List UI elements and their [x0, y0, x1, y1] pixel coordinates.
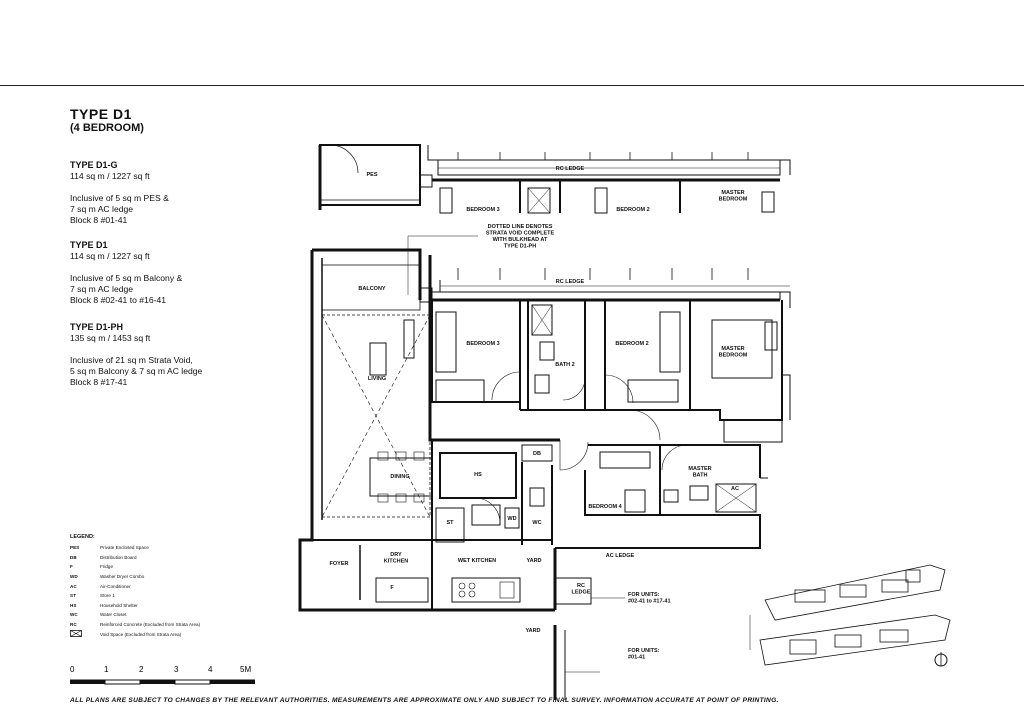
legend-label: Distribution Board: [100, 554, 137, 560]
room-label-hs: HS: [474, 472, 482, 478]
unit-line: 7 sq m AC ledge: [70, 284, 134, 294]
units-note-1: FOR UNITS:#02-41 to #17-41: [628, 592, 671, 605]
unit-block-d1g: TYPE D1-G 114 sq m / 1227 sq ft Inclusiv…: [70, 160, 270, 226]
header-rule: [0, 85, 1024, 86]
legend-key: AC: [70, 583, 77, 589]
unit-line: Inclusive of 5 sq m Balcony &: [70, 273, 183, 283]
legend-item: PES Private Enclosed Space: [70, 543, 270, 553]
legend-item: WD Washer Dryer Combo: [70, 572, 270, 582]
plan-subtitle: (4 BEDROOM): [70, 122, 144, 134]
room-label-wc: WC: [532, 520, 541, 526]
room-label-db: DB: [533, 451, 541, 457]
room-label-foyer: FOYER: [330, 561, 349, 567]
legend-item: AC Air-Conditioner: [70, 581, 270, 591]
legend-label: Water Closet: [100, 612, 127, 618]
legend-key: HS: [70, 602, 77, 608]
room-label-st: ST: [446, 520, 454, 526]
legend-label: Fridge: [100, 564, 114, 570]
legend-key: F: [70, 564, 73, 570]
unit-block-d1: TYPE D1 114 sq m / 1227 sq ft Inclusive …: [70, 240, 270, 306]
room-label-dining: DINING: [390, 474, 409, 480]
legend-label: Washer Dryer Combo: [100, 574, 145, 580]
legend-label: Reinforced Concrete (Excluded from Strat…: [100, 622, 201, 628]
units-note-2: FOR UNITS:#01-41: [628, 648, 660, 661]
room-label-rc-ledge-upper: RC LEDGE: [556, 166, 585, 172]
legend: LEGEND: PES Private Enclosed Space DB Dist…: [70, 534, 270, 639]
unit-heading: TYPE D1: [70, 240, 108, 250]
room-label-fridge: F: [390, 585, 394, 591]
legend-key: PES: [70, 545, 80, 551]
key-plan: [749, 564, 951, 667]
unit-heading: TYPE D1-G: [70, 160, 118, 170]
legend-label: Household Shelter: [100, 602, 138, 608]
room-label-bedroom3: BEDROOM 3: [466, 341, 499, 347]
legend-item: ST Store 1: [70, 591, 270, 601]
room-label-bedroom2-upper: BEDROOM 2: [616, 207, 649, 213]
unit-line: 5 sq m Balcony & 7 sq m AC ledge: [70, 366, 203, 376]
legend-item: Void Space (Excluded from Strata Area): [70, 629, 270, 639]
unit-line: Block 8 #17-41: [70, 377, 128, 387]
scale-tick-label: 0: [70, 665, 75, 674]
room-label-bedroom3-upper: BEDROOM 3: [466, 207, 499, 213]
room-label-ac-ledge: AC LEDGE: [606, 553, 635, 559]
scale-tick-label: 1: [104, 665, 109, 674]
legend-title: LEGEND:: [70, 534, 95, 540]
legend-label: Void Space (Excluded from Strata Area): [100, 631, 182, 637]
room-label-rc-ledge: RC LEDGE: [556, 279, 585, 285]
scale-tick-label: 5M: [240, 665, 251, 674]
disclaimer: ALL PLANS ARE SUBJECT TO CHANGES BY THE …: [70, 697, 779, 704]
void-symbol-icon: [70, 630, 100, 638]
plan-title: TYPE D1: [70, 106, 132, 122]
legend-item: RC Reinforced Concrete (Excluded from Str…: [70, 620, 270, 630]
room-label-yard: YARD: [526, 558, 541, 564]
unit-block-d1ph: TYPE D1-PH 135 sq m / 1453 sq ft Inclusi…: [70, 322, 270, 388]
legend-item: HS Household Shelter: [70, 601, 270, 611]
unit-area: 114 sq m / 1227 sq ft: [70, 251, 150, 261]
room-label-bedroom4: BEDROOM 4: [588, 504, 622, 510]
room-label-pes: PES: [366, 172, 377, 178]
legend-item: DB Distribution Board: [70, 553, 270, 563]
legend-key: WD: [70, 574, 78, 580]
unit-line: Block 8 #01-41: [70, 215, 128, 225]
room-label-yard-lower: YARD: [525, 628, 540, 634]
legend-label: Air-Conditioner: [100, 583, 131, 589]
legend-key: RC: [70, 622, 77, 628]
room-label-living: LIVING: [368, 376, 386, 382]
room-label-wet-kitchen: WET KITCHEN: [458, 558, 496, 564]
room-label-wd: WD: [507, 516, 516, 522]
room-label-balcony: BALCONY: [358, 286, 386, 292]
scale-tick-label: 3: [174, 665, 179, 674]
unit-area: 114 sq m / 1227 sq ft: [70, 171, 150, 181]
room-label-bath2: BATH 2: [555, 362, 574, 368]
room-label-bedroom2: BEDROOM 2: [615, 341, 648, 347]
room-label-ac: AC: [731, 486, 739, 492]
legend-key: DB: [70, 554, 77, 560]
unit-area: 135 sq m / 1453 sq ft: [70, 333, 151, 343]
scale-bar: 0 1 2 3 4 5M: [70, 665, 255, 685]
legend-label: Private Enclosed Space: [100, 545, 149, 551]
legend-key: WC: [70, 612, 78, 618]
scale-tick-label: 2: [139, 665, 144, 674]
legend-key: ST: [70, 593, 76, 599]
unit-heading: TYPE D1-PH: [70, 322, 124, 332]
legend-label: Store 1: [100, 593, 115, 599]
unit-line: Block 8 #02-41 to #16-41: [70, 295, 167, 305]
unit-line: Inclusive of 5 sq m PES &: [70, 193, 169, 203]
legend-item: WC Water Closet: [70, 610, 270, 620]
scale-tick-label: 4: [208, 665, 213, 674]
unit-line: Inclusive of 21 sq m Strata Void,: [70, 355, 193, 365]
unit-line: 7 sq m AC ledge: [70, 204, 134, 214]
legend-item: F Fridge: [70, 562, 270, 572]
